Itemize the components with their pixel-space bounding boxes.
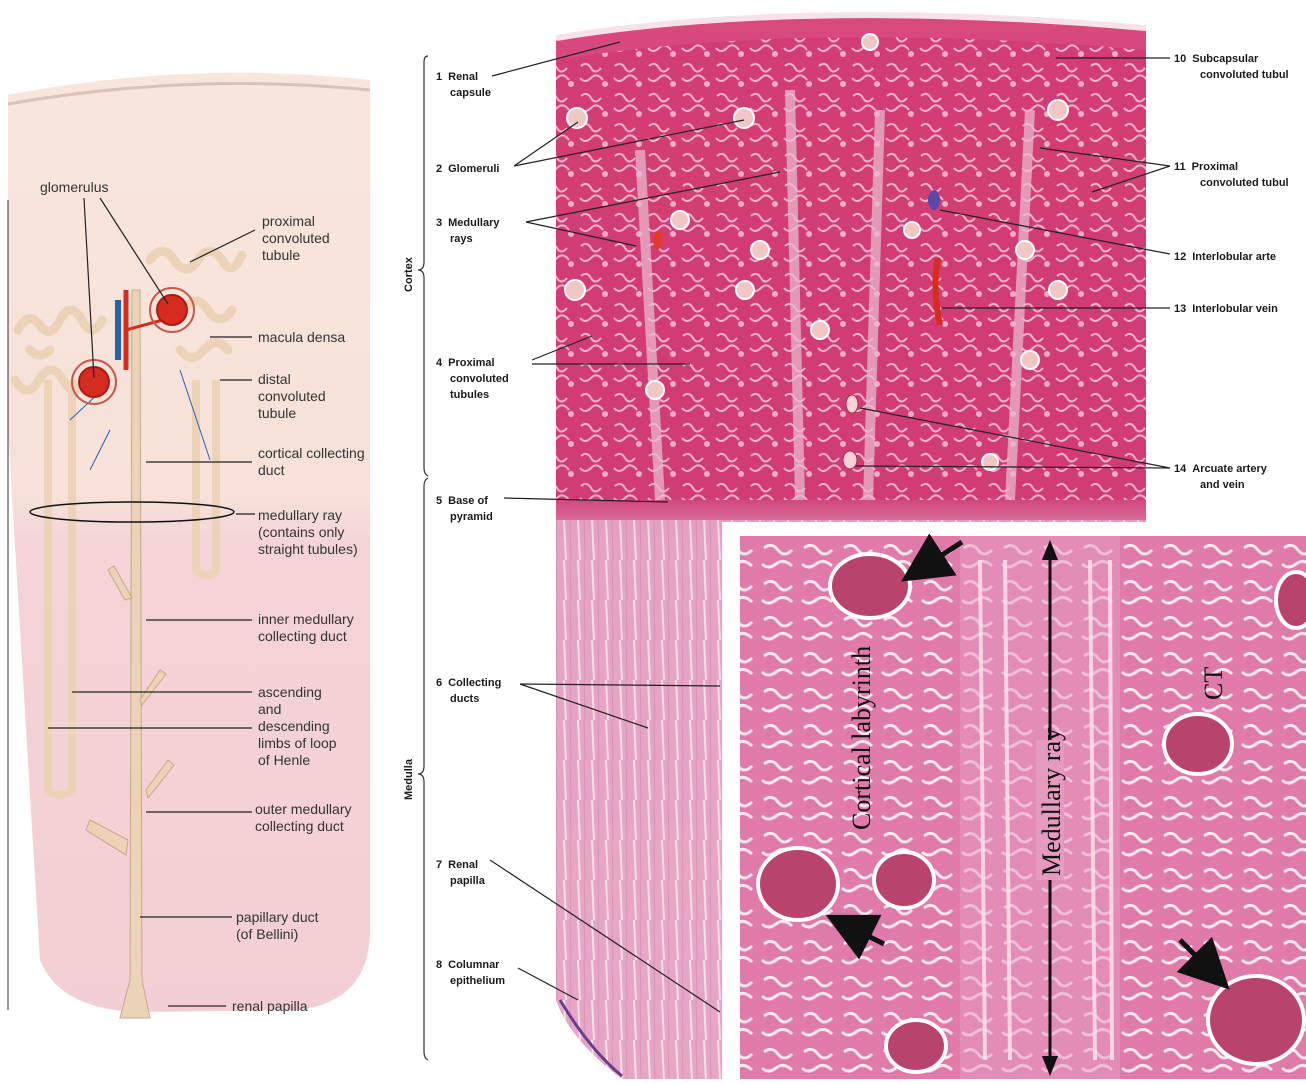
label-cortex: Cortex xyxy=(403,256,415,292)
label-glomerulus: glomerulus xyxy=(40,179,108,195)
label-medulla: Medulla xyxy=(403,758,415,800)
label-medullary-ray: medullary ray (contains only straight tu… xyxy=(258,507,358,557)
cortex-bracket xyxy=(418,56,428,476)
glomerulus-upper xyxy=(157,295,187,325)
arcuate-vein-vessel xyxy=(843,451,857,469)
label-renal-papilla: renal papilla xyxy=(232,998,308,1014)
label-cortical-labyrinth: Cortical labyrinth xyxy=(847,646,876,830)
label-macula-densa: macula densa xyxy=(258,329,345,345)
label-medullary-ray-inset: Medullary ray xyxy=(1037,728,1066,876)
nephron-diagram: glomerulus proximal convoluted tubule ma… xyxy=(8,73,370,1018)
label-outer-medullary-collecting-duct: outer medullary collecting duct xyxy=(255,801,355,834)
small-vessel xyxy=(653,231,663,249)
arcuate-artery-vessel xyxy=(846,395,858,413)
label-ct: CT xyxy=(1199,667,1228,700)
interlobular-artery-vessel xyxy=(928,190,940,210)
label-inner-medullary-collecting-duct: inner medullary collecting duct xyxy=(258,611,358,644)
medulla-bracket xyxy=(418,478,428,1060)
micrograph-inset: Cortical labyrinth Medullary ray CT xyxy=(722,522,1306,1079)
